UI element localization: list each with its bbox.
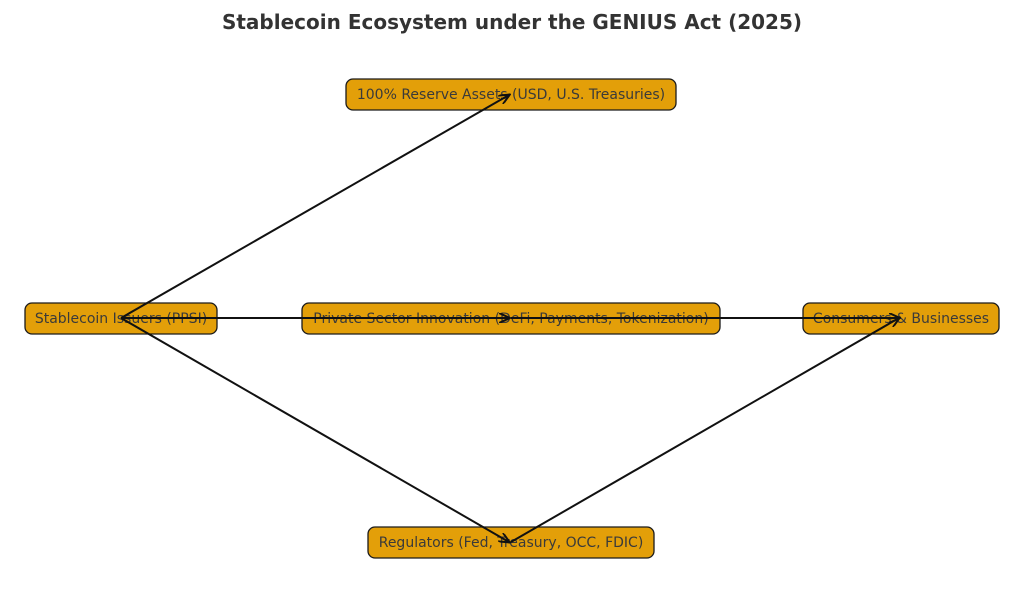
node-reserve-assets-label: 100% Reserve Assets (USD, U.S. Treasurie… bbox=[357, 87, 665, 103]
edge-regulators-to-consumers bbox=[510, 318, 899, 543]
edge-issuers-to-reserves bbox=[120, 95, 509, 319]
edge-issuers-to-regulators bbox=[120, 317, 509, 542]
node-regulators[interactable]: Regulators (Fed, Treasury, OCC, FDIC) bbox=[367, 526, 655, 559]
diagram-title: Stablecoin Ecosystem under the GENIUS Ac… bbox=[221, 10, 803, 34]
node-reserve-assets[interactable]: 100% Reserve Assets (USD, U.S. Treasurie… bbox=[345, 78, 677, 111]
node-regulators-label: Regulators (Fed, Treasury, OCC, FDIC) bbox=[379, 535, 644, 551]
